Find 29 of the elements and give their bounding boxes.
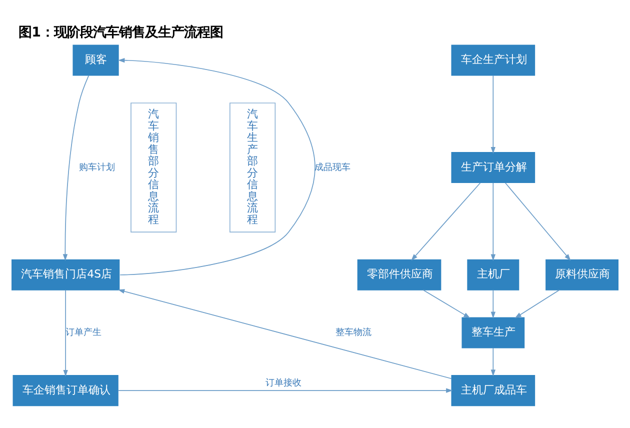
arrow	[490, 182, 496, 260]
arrow	[411, 182, 481, 260]
edge-label: 订单接收	[266, 376, 302, 388]
arrow	[504, 182, 571, 260]
arrow	[490, 347, 496, 376]
edge-label: 购车计划	[79, 161, 115, 172]
arrow	[62, 74, 90, 260]
arrow	[63, 289, 68, 376]
node-box: 零部件供应商	[357, 258, 442, 290]
node-box: 生产订单分解	[451, 152, 536, 183]
node-box: 车企生产计划	[451, 44, 536, 76]
node-box: 主机厂	[467, 258, 520, 290]
arrow	[490, 74, 496, 154]
node-box: 汽车销售部分信息流程	[130, 102, 177, 232]
node-box: 顾客	[72, 44, 119, 76]
arrow	[118, 288, 452, 379]
diagram-title: 图1：现阶段汽车销售及生产流程图	[18, 25, 223, 40]
arrow	[514, 289, 560, 318]
node-box: 汽车销售门店4S店	[12, 258, 120, 290]
node-box: 主机厂成品车	[451, 374, 536, 406]
node-box: 汽车生产部分信息流程	[229, 102, 276, 232]
arrow	[422, 289, 470, 318]
node-box: 整车生产	[462, 316, 525, 348]
node-box: 车企销售订单确认	[12, 374, 118, 406]
node-box: 原料供应商	[546, 258, 618, 290]
arrow	[490, 289, 496, 318]
edge-label: 整车物流	[336, 326, 372, 338]
arrow	[118, 57, 316, 275]
arrow	[118, 388, 453, 392]
